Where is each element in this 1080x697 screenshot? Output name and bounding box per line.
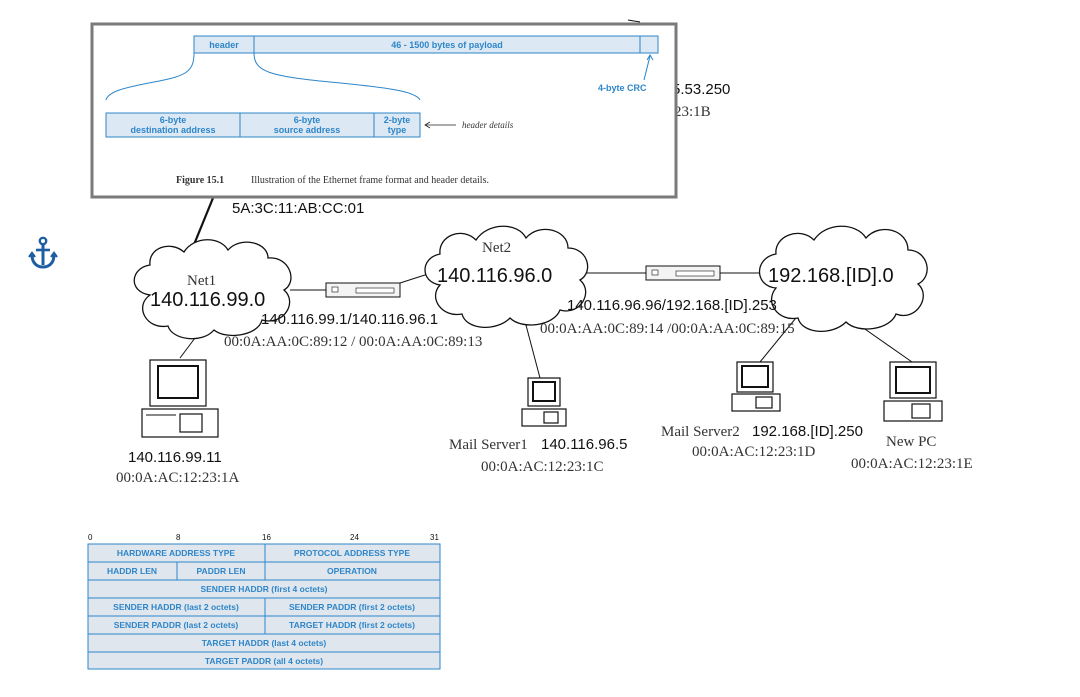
router2	[645, 265, 721, 281]
mail1-computer	[521, 377, 567, 427]
newpc-name: New PC	[886, 434, 936, 450]
target-paddr-all-cell	[87, 651, 441, 670]
mail1-mac: 00:0A:AC:12:23:1C	[481, 459, 604, 475]
router1	[325, 282, 401, 298]
pc1-ip: 140.116.99.11	[128, 449, 222, 466]
mail2-name: Mail Server2	[661, 424, 740, 440]
bit-label-24: 24	[350, 533, 359, 542]
arp-packet-table: 0 8 16 24 31 HARDWARE ADDRESS TYPE PROTO…	[87, 533, 441, 670]
operation: OPERATION	[327, 566, 377, 576]
dest-line2: destination address	[130, 125, 215, 135]
bit-label-16: 16	[262, 533, 271, 542]
router1-mac: 00:0A:AA:0C:89:12 / 00:0A:AA:0C:89:13	[224, 334, 482, 350]
top-host-ip-partial: 5.53.250	[672, 81, 730, 98]
crc-arrowhead	[646, 54, 654, 61]
header-details-label: header details	[462, 120, 514, 130]
net2-cloud	[424, 225, 589, 329]
type-line1: 2-byte	[384, 115, 411, 125]
hardware-address-type: HARDWARE ADDRESS TYPE	[117, 548, 236, 558]
computer-icon	[731, 361, 781, 412]
sender-haddr-last: SENDER HADDR (last 2 octets)	[113, 602, 239, 612]
pc1-mac: 00:0A:AC:12:23:1A	[116, 470, 240, 486]
header-label: header	[209, 40, 239, 50]
mail2-ip: 192.168.[ID].250	[752, 423, 863, 440]
bit-label-8: 8	[176, 533, 181, 542]
crc-cell	[639, 35, 659, 54]
router2-ip: 140.116.96.96/192.168.[ID].253	[567, 297, 777, 314]
ethernet-frame-figure: header 46 - 1500 bytes of payload 4-byte…	[90, 22, 678, 199]
bit-label-31: 31	[430, 533, 439, 542]
computer-icon	[883, 361, 943, 422]
top-host-mac: 5A:3C:11:AB:CC:01	[232, 200, 364, 217]
brace-left	[105, 52, 195, 101]
top-host-mac-partial: 23:1B	[674, 104, 711, 120]
router-icon	[645, 265, 721, 281]
link-net1-top-host	[191, 197, 215, 248]
router-icon	[325, 282, 401, 298]
net3-cloud	[759, 225, 928, 333]
newpc-computer	[883, 361, 943, 422]
link-top-host-edge	[627, 19, 641, 23]
sender-paddr-first: SENDER PADDR (first 2 octets)	[289, 602, 415, 612]
mail2-mac: 00:0A:AC:12:23:1D	[692, 444, 816, 460]
net1-cloud	[133, 239, 292, 340]
pc1-computer	[141, 359, 219, 438]
bit-label-0: 0	[88, 533, 93, 542]
src-address-cell	[239, 112, 375, 138]
src-line2: source address	[274, 125, 341, 135]
src-line1: 6-byte	[294, 115, 321, 125]
header-details-arrowhead	[424, 121, 431, 129]
type-line2: type	[388, 125, 407, 135]
figure-caption-number: Figure 15.1	[176, 175, 224, 186]
brace-right	[253, 52, 421, 101]
link-net1-pc1	[179, 337, 196, 359]
dest-address-cell	[105, 112, 241, 138]
net2-label: Net2	[482, 240, 511, 256]
crc-label: 4-byte CRC	[598, 83, 647, 93]
anchor-icon[interactable]	[28, 236, 58, 270]
mail2-computer	[731, 361, 781, 412]
crc-arrow	[643, 55, 651, 81]
target-haddr-last: TARGET HADDR (last 4 octets)	[202, 638, 327, 648]
protocol-address-type: PROTOCOL ADDRESS TYPE	[294, 548, 410, 558]
link-net3-mail2	[759, 312, 801, 363]
router1-ip: 140.116.99.1/140.116.96.1	[261, 311, 438, 328]
newpc-mac: 00:0A:AC:12:23:1E	[851, 456, 973, 472]
paddr-len: PADDR LEN	[197, 566, 246, 576]
link-router1-net2	[399, 273, 429, 284]
target-paddr-all: TARGET PADDR (all 4 octets)	[205, 656, 323, 666]
mail1-name: Mail Server1	[449, 437, 528, 453]
net1-address: 140.116.99.0	[150, 289, 265, 311]
sender-paddr-last: SENDER PADDR (last 2 octets)	[114, 620, 239, 630]
net1-label: Net1	[187, 273, 216, 289]
dest-line1: 6-byte	[160, 115, 187, 125]
router2-mac: 00:0A:AA:0C:89:14 /00:0A:AA:0C:89:15	[540, 321, 795, 337]
target-haddr-first: TARGET HADDR (first 2 octets)	[289, 620, 415, 630]
net3-address: 192.168.[ID].0	[768, 265, 894, 287]
sender-haddr-first: SENDER HADDR (first 4 octets)	[200, 584, 327, 594]
mail1-ip: 140.116.96.5	[541, 436, 627, 453]
payload-label: 46 - 1500 bytes of payload	[391, 40, 503, 50]
haddr-len: HADDR LEN	[107, 566, 157, 576]
net2-address: 140.116.96.0	[437, 265, 552, 287]
figure-caption-text: Illustration of the Ethernet frame forma…	[251, 175, 489, 186]
type-cell	[373, 112, 421, 138]
computer-icon	[521, 377, 567, 427]
computer-icon	[141, 359, 219, 438]
